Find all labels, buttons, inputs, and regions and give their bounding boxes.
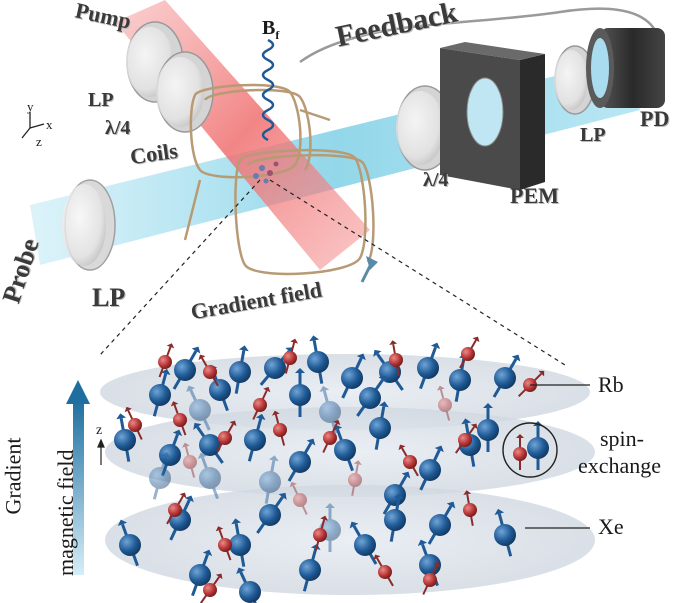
xe-atom <box>349 521 378 565</box>
xe-atom <box>307 335 329 384</box>
rb-atom <box>252 386 271 420</box>
probe-lp-lens <box>62 179 116 271</box>
rb-atom <box>200 573 223 603</box>
rb-atom <box>181 442 197 478</box>
atom-layer-bottom <box>105 485 595 595</box>
label-b-field: Bf <box>262 18 279 41</box>
xe-atom <box>369 401 391 450</box>
xe-atom <box>356 375 387 417</box>
gradient-magnetic-arrow <box>66 380 90 575</box>
label-pd: PD <box>640 106 670 131</box>
xe-atom <box>417 342 441 390</box>
rb-atom <box>463 490 477 526</box>
label-axis-y: y <box>27 99 34 114</box>
zoom-lines <box>99 179 566 366</box>
rb-atom <box>166 492 187 525</box>
label-xe: Xe <box>598 514 624 539</box>
gradient-field-arrowhead <box>366 256 378 270</box>
label-rb: Rb <box>598 372 624 397</box>
xe-atom <box>229 345 251 394</box>
xe-atom <box>299 543 321 592</box>
rb-atom <box>373 554 394 587</box>
label-lp-right: LP <box>580 124 606 146</box>
label-axis-z: z <box>36 134 42 149</box>
rb-atom <box>436 385 452 421</box>
xe-atom <box>341 353 366 399</box>
probe-lambda4-lens <box>396 85 454 171</box>
label-lp-left: LP <box>92 283 126 312</box>
label-lp-top: LP <box>88 89 114 111</box>
xe-atom <box>193 422 224 464</box>
xe-atom <box>287 438 316 482</box>
vapor-cell-atoms <box>253 161 279 184</box>
xe-atom <box>244 413 266 462</box>
photodetector <box>586 28 665 108</box>
rb-atom <box>422 561 441 595</box>
label-pem: PEM <box>510 183 559 208</box>
bf-field-wave <box>261 38 275 142</box>
rb-atom <box>398 444 419 477</box>
rb-atom <box>389 340 403 376</box>
probe-lp-lens-right <box>554 45 596 115</box>
xe-atom <box>229 518 251 567</box>
xe-atom <box>189 549 213 597</box>
b-field-letter: B <box>262 17 276 39</box>
rb-atom <box>170 401 187 436</box>
rb-atom <box>313 515 329 551</box>
spin-exchange-circle <box>502 422 558 478</box>
xe-atom <box>527 421 549 470</box>
xe-atom <box>186 385 211 431</box>
label-lambda4-left: λ/4 <box>105 117 131 139</box>
pump-lambda4-lens <box>156 51 214 133</box>
xe-atom <box>236 567 261 603</box>
xe-atom <box>319 385 341 434</box>
rb-atom <box>215 526 232 561</box>
atoms <box>114 335 549 603</box>
label-z-small: z <box>96 423 103 438</box>
rb-atom <box>289 481 308 515</box>
rb-atom <box>455 423 478 454</box>
rb-atom <box>513 434 527 470</box>
label-spin-exchange-line1: spin- <box>600 426 644 451</box>
label-axis-x: x <box>46 117 53 132</box>
xe-atom <box>419 445 444 491</box>
z-axis-arrow <box>97 438 105 465</box>
xe-atom <box>117 519 141 567</box>
rb-atom <box>283 338 299 374</box>
rb-atom <box>216 420 237 453</box>
rb-atom <box>459 336 480 369</box>
xe-atom <box>384 493 406 542</box>
xe-atom <box>197 452 221 500</box>
xe-atom <box>492 354 521 398</box>
leader-lines <box>525 384 590 529</box>
xe-atom <box>289 368 311 417</box>
xe-atom <box>382 471 411 515</box>
label-lambda4-right: λ/4 <box>423 169 449 191</box>
rb-atom <box>348 460 362 496</box>
xe-atom <box>427 501 456 545</box>
pem-modulator <box>440 42 545 190</box>
xe-atom <box>149 451 171 500</box>
axis-triad <box>21 112 45 139</box>
xe-atom <box>259 455 281 504</box>
label-gradient-magnetic-line2: magnetic field <box>53 449 78 576</box>
rb-atom <box>198 354 219 387</box>
rb-atom <box>322 419 341 453</box>
xe-atom <box>114 413 136 462</box>
xe-atom <box>256 492 287 534</box>
label-spin-exchange-line2: exchange <box>578 453 662 478</box>
coils <box>183 83 375 276</box>
rb-atom <box>158 343 175 378</box>
label-gradient-magnetic-line1: Gradient <box>0 437 26 515</box>
rb-atom <box>124 406 143 440</box>
xe-atom <box>477 403 499 452</box>
feedback-cable <box>299 7 657 64</box>
xe-atom <box>172 346 201 390</box>
xe-atom <box>494 508 516 557</box>
xe-atom <box>149 368 171 417</box>
b-field-subscript: f <box>275 28 280 42</box>
rb-atom <box>271 410 287 446</box>
xe-atom <box>332 424 356 472</box>
